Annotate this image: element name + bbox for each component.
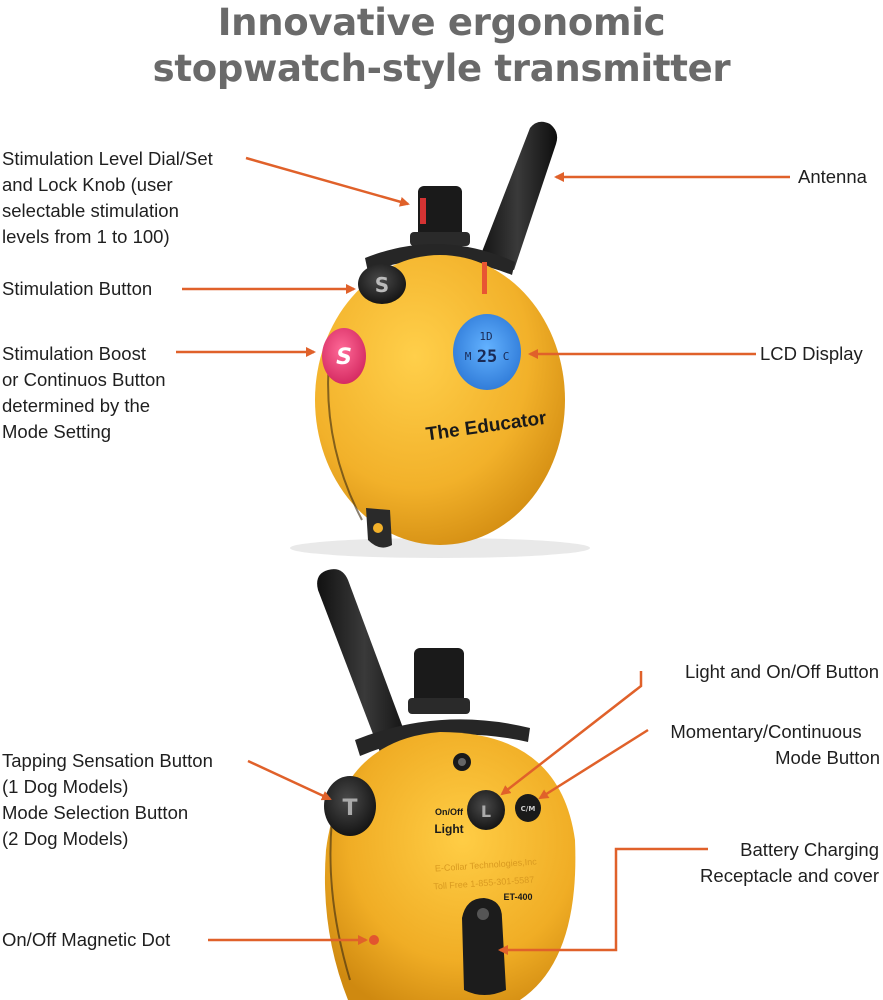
callout-tapping-button: Tapping Sensation Button (1 Dog Models) … [2, 748, 213, 852]
lcd-mode-left: M [465, 350, 472, 363]
magnetic-dot [369, 935, 379, 945]
callout-tapping-line-4: (2 Dog Models) [2, 828, 129, 849]
arrow-stim-dial [245, 156, 410, 207]
back-antenna [317, 569, 412, 768]
boost-button[interactable] [322, 328, 366, 384]
callout-boost-line-3: determined by the [2, 395, 151, 416]
callout-charging-line-2: Receptacle and cover [700, 865, 879, 886]
callout-charging-line-1: Battery Charging [740, 839, 879, 860]
lcd-mode-right: C [503, 350, 510, 363]
callout-tapping-line-2: (1 Dog Models) [2, 776, 129, 797]
charging-port-icon [477, 908, 489, 920]
callout-stim-button: Stimulation Button [2, 276, 152, 302]
callout-lcd: LCD Display [760, 341, 863, 367]
on-off-label: On/Off [435, 807, 464, 817]
lcd-display [453, 314, 521, 390]
back-dial-knob [414, 648, 464, 704]
mode-button[interactable] [515, 794, 541, 822]
callout-stim-dial: Stimulation Level Dial/Set and Lock Knob… [2, 146, 213, 250]
title-line-1: Innovative ergonomic [217, 1, 666, 44]
tapping-button[interactable] [324, 776, 376, 836]
lcd-dog-indicator: 1D [479, 330, 492, 343]
arrow-tapping-button [247, 759, 332, 801]
callout-stim-dial-line-1: Stimulation Level Dial/Set [2, 148, 213, 169]
title-line-2: stopwatch-style transmitter [152, 47, 731, 90]
callout-magnetic-dot: On/Off Magnetic Dot [2, 927, 170, 953]
arrow-light-button [500, 671, 643, 796]
callout-mode-line-1: Momentary/Continuous [670, 721, 862, 742]
callout-magnetic-line-1: On/Off Magnetic Dot [2, 929, 171, 950]
arrow-mode-button [538, 728, 649, 800]
light-label: Light [434, 822, 463, 836]
dial-red-marker [420, 198, 426, 224]
front-antenna [478, 121, 558, 270]
callout-stim-dial-line-2: and Lock Knob (user [2, 174, 173, 195]
callout-stim-button-line-1: Stimulation Button [2, 278, 153, 299]
callout-tapping-line-1: Tapping Sensation Button [2, 750, 213, 771]
callout-mode-line-2: Mode Button [775, 747, 880, 768]
callout-stim-dial-line-4: levels from 1 to 100) [2, 226, 170, 247]
lcd-level-value: 25 [477, 347, 497, 367]
callout-arrows [176, 156, 790, 955]
device-front: S S 1D M 25 C The Educator [290, 121, 590, 558]
callout-tapping-line-3: Mode Selection Button [2, 802, 189, 823]
callout-light-button: Light and On/Off Button [685, 659, 879, 685]
stim-button[interactable] [358, 264, 406, 304]
boost-button-glyph: S [336, 345, 352, 370]
callout-lcd-line-1: LCD Display [760, 343, 863, 364]
charging-cover[interactable] [462, 898, 506, 995]
front-shadow [290, 538, 590, 558]
callout-antenna-line-1: Antenna [798, 166, 867, 187]
tapping-button-glyph: T [342, 796, 357, 821]
callout-light-line-1: Light and On/Off Button [684, 661, 879, 682]
callout-charging: Battery Charging Receptacle and cover [700, 837, 879, 889]
light-button[interactable] [467, 790, 505, 830]
callout-antenna: Antenna [798, 164, 867, 190]
callout-mode-button: Momentary/Continuous Mode Button [652, 719, 880, 771]
stim-dial-knob [418, 186, 462, 238]
callout-boost-line-2: or Continuos Button [2, 369, 166, 390]
callout-stim-dial-line-3: selectable stimulation [2, 200, 179, 221]
callout-boost-line-4: Mode Setting [2, 421, 112, 442]
back-body [324, 732, 576, 1000]
callout-boost-button: Stimulation Boost or Continuos Button de… [2, 341, 166, 445]
stim-button-glyph: S [375, 273, 389, 297]
model-number: ET-400 [503, 892, 532, 902]
page-title: Innovative ergonomic stopwatch-style tra… [0, 0, 883, 92]
light-button-glyph: L [481, 802, 491, 821]
callout-boost-line-1: Stimulation Boost [2, 343, 146, 364]
arrow-charging [498, 847, 708, 955]
back-collar [355, 719, 530, 756]
device-back: T L C/M On/Off Light E-Collar Technologi… [317, 569, 576, 1000]
mode-button-glyph: C/M [521, 805, 536, 813]
